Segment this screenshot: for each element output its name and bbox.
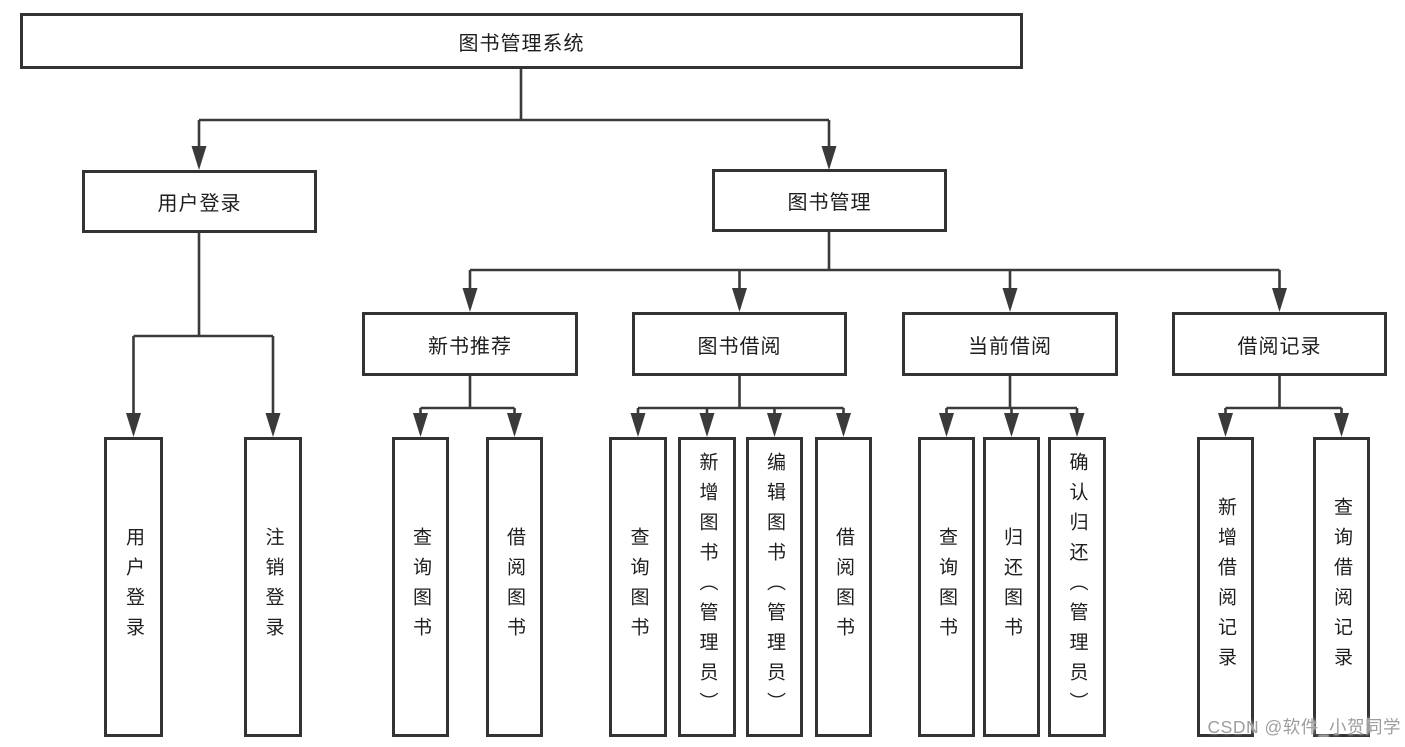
connector-current-borrow-group: [945, 376, 1079, 432]
leaf-confirm-return-admin: 确认归还（管理员）: [1048, 437, 1106, 737]
leaf-edit-books-admin: 编辑图书（管理员）: [746, 437, 803, 737]
connector-book-borrow-group: [636, 376, 845, 432]
node-book-borrowing: 图书借阅: [632, 312, 847, 376]
connector-user-login-group: [132, 233, 275, 432]
leaf-return-books: 归还图书: [983, 437, 1040, 737]
connector-borrow-records-group: [1224, 376, 1343, 432]
leaf-query-books-recommend: 查询图书: [392, 437, 449, 737]
leaf-query-books-borrowing: 查询图书: [609, 437, 667, 737]
node-user-login: 用户登录: [82, 170, 317, 233]
leaf-add-borrow-record: 新增借阅记录: [1197, 437, 1254, 737]
node-book-management: 图书管理: [712, 169, 947, 232]
connector-new-book-group: [419, 376, 516, 432]
connector-root-to-level2: [197, 69, 831, 166]
leaf-borrow-books-borrowing: 借阅图书: [815, 437, 872, 737]
leaf-add-books-admin: 新增图书（管理员）: [678, 437, 736, 737]
leaf-user-login: 用户登录: [104, 437, 163, 737]
leaf-logout: 注销登录: [244, 437, 302, 737]
node-root-system: 图书管理系统: [20, 13, 1023, 69]
connector-book-mgmt-group: [468, 232, 1281, 308]
leaf-borrow-books-recommend: 借阅图书: [486, 437, 543, 737]
node-current-borrowing: 当前借阅: [902, 312, 1118, 376]
csdn-watermark: CSDN @软件_小贺同学: [1207, 717, 1401, 737]
leaf-query-borrow-record: 查询借阅记录: [1313, 437, 1370, 737]
node-borrowing-records: 借阅记录: [1172, 312, 1387, 376]
node-new-book-recommend: 新书推荐: [362, 312, 578, 376]
leaf-query-books-current: 查询图书: [918, 437, 975, 737]
